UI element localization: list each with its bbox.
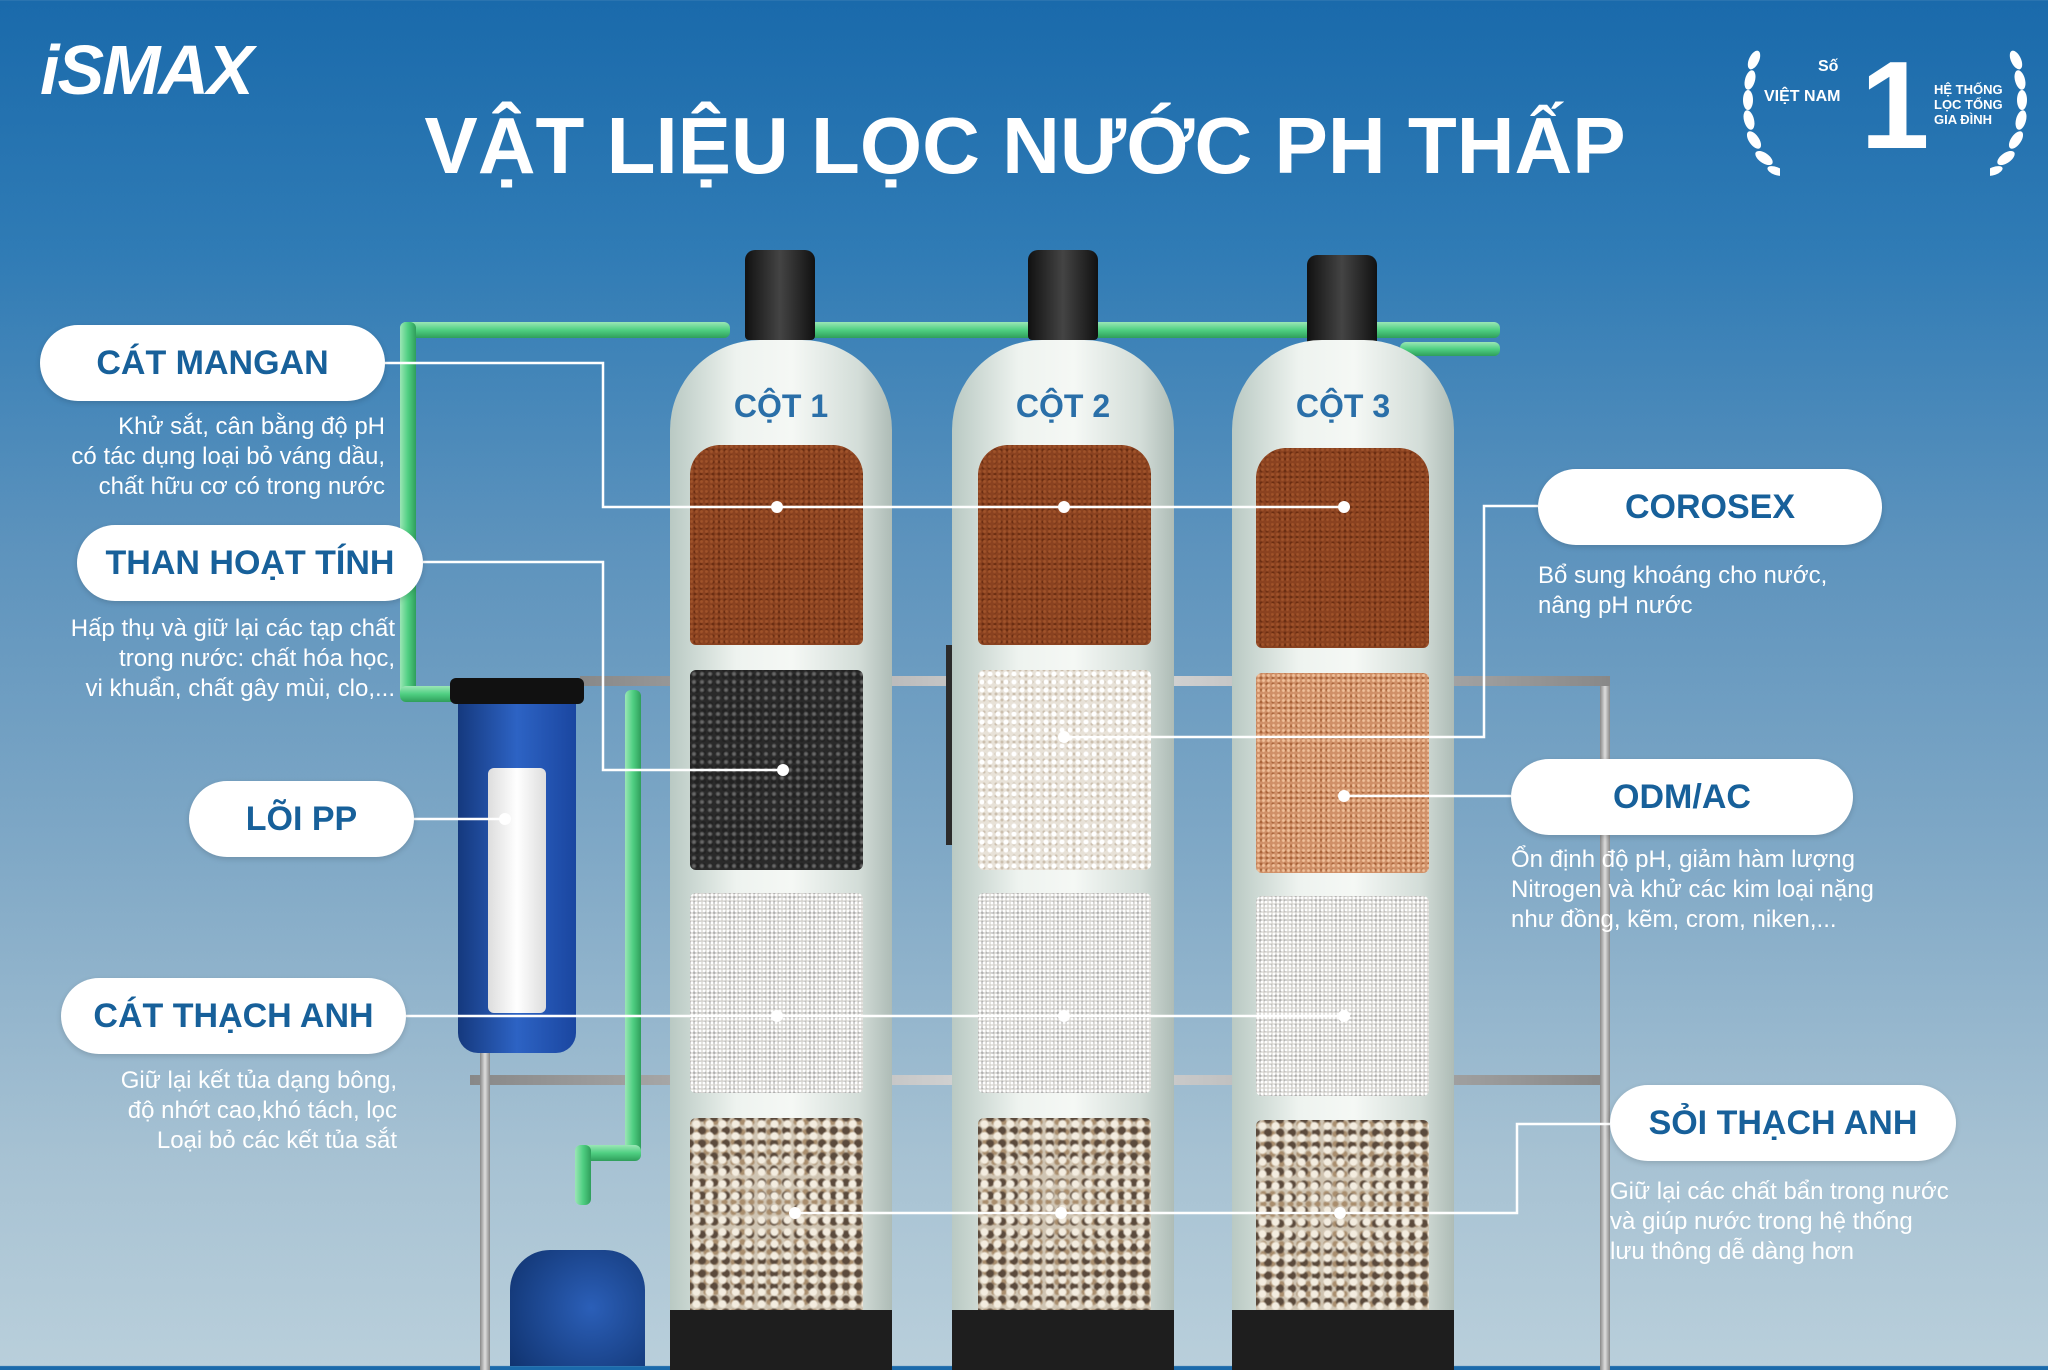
valve-head — [1307, 255, 1377, 345]
award-badge: Số VIỆT NAM 1 HỆ THỐNG LỌC TỔNG GIA ĐÌNH — [1740, 40, 2030, 185]
tank-base — [1232, 1310, 1454, 1370]
pp-cartridge — [488, 768, 546, 1013]
connector-corosex — [1064, 504, 1538, 739]
green-pipe — [1400, 342, 1500, 356]
badge-system: HỆ THỐNG LỌC TỔNG GIA ĐÌNH — [1934, 82, 2014, 127]
marker-dot — [1338, 1010, 1350, 1022]
layer-soi-thach-anh — [978, 1118, 1151, 1318]
pp-filter-cap — [450, 678, 584, 704]
badge-line: LỌC TỔNG — [1934, 97, 2003, 112]
green-pipe — [575, 1145, 641, 1161]
marker-dot — [1058, 731, 1070, 743]
marker-dot — [789, 1207, 801, 1219]
valve-head — [1028, 250, 1098, 340]
layer-soi-thach-anh — [1256, 1120, 1429, 1320]
steel-frame — [1600, 680, 1610, 1370]
label-cat-thach-anh: CÁT THẠCH ANH — [61, 978, 406, 1054]
desc-cat-mangan: Khử sắt, cân bằng độ pH có tác dụng loại… — [71, 413, 385, 500]
badge-vietnam: VIỆT NAM — [1764, 88, 1841, 105]
badge-line: GIA ĐÌNH — [1934, 112, 1993, 127]
water-pump — [510, 1250, 645, 1366]
label-odm-ac: ODM/AC — [1511, 759, 1853, 835]
label-than-hoat-tinh: THAN HOẠT TÍNH — [77, 525, 423, 601]
page-title: VẬT LIỆU LỌC NƯỚC PH THẤP — [424, 101, 1626, 190]
marker-dot — [499, 813, 511, 825]
layer-corosex — [978, 670, 1151, 870]
column-label: CỘT 1 — [733, 388, 829, 424]
badge-line: HỆ THỐNG — [1934, 82, 2003, 97]
green-pipe — [400, 322, 416, 702]
marker-dot — [1334, 1207, 1346, 1219]
green-pipe — [575, 1145, 591, 1205]
column-label: CỘT 3 — [1295, 388, 1391, 424]
column-label: CỘT 2 — [1015, 388, 1111, 424]
green-pipe — [400, 322, 730, 338]
marker-dot — [1058, 1010, 1070, 1022]
label-cat-mangan: CÁT MANGAN — [40, 325, 385, 401]
marker-dot — [1058, 501, 1070, 513]
layer-cat-thach-anh — [978, 893, 1151, 1093]
desc-than-hoat-tinh: Hấp thụ và giữ lại các tạp chất trong nư… — [70, 615, 395, 702]
badge-so: Số — [1818, 58, 1839, 75]
layer-cat-thach-anh — [1256, 896, 1429, 1096]
layer-soi-thach-anh — [690, 1118, 863, 1318]
desc-soi-thach-anh: Giữ lại các chất bẩn trong nước và giúp … — [1610, 1178, 1949, 1265]
layer-odm-ac — [1256, 673, 1429, 873]
desc-odm-ac: Ổn định độ pH, giảm hàm lượng Nitrogen v… — [1511, 846, 1874, 933]
layer-cat-mangan — [690, 445, 863, 645]
layer-cat-thach-anh — [690, 893, 863, 1093]
connector-soi-thach-anh — [795, 1122, 1610, 1215]
connector-cat-mangan — [385, 361, 1344, 509]
badge-number: 1 — [1860, 37, 1930, 175]
marker-dot — [777, 764, 789, 776]
ismax-logo: iSMAX — [40, 31, 254, 109]
label-corosex: COROSEX — [1538, 469, 1882, 545]
marker-dot — [1338, 790, 1350, 802]
marker-dot — [771, 501, 783, 513]
desc-corosex: Bổ sung khoáng cho nước, nâng pH nước — [1538, 562, 1828, 619]
pp-filter-housing — [450, 678, 584, 1053]
label-soi-thach-anh: SỎI THẠCH ANH — [1610, 1085, 1956, 1161]
layer-cat-mangan — [1256, 448, 1429, 648]
marker-dot — [1338, 501, 1350, 513]
laurel-right-icon — [1990, 50, 2027, 176]
marker-dot — [771, 1010, 783, 1022]
marker-dot — [1055, 1207, 1067, 1219]
layer-cat-mangan — [978, 445, 1151, 645]
desc-cat-thach-anh: Giữ lại kết tủa dạng bông, độ nhớt cao,k… — [120, 1067, 397, 1154]
tank-base — [952, 1310, 1174, 1370]
green-pipe — [625, 690, 641, 1160]
valve-head — [745, 250, 815, 340]
laurel-left-icon — [1743, 50, 1780, 176]
tank-base — [670, 1310, 892, 1370]
label-loi-pp: LÕI PP — [189, 781, 414, 857]
connector-than-hoat-tinh — [423, 560, 783, 772]
